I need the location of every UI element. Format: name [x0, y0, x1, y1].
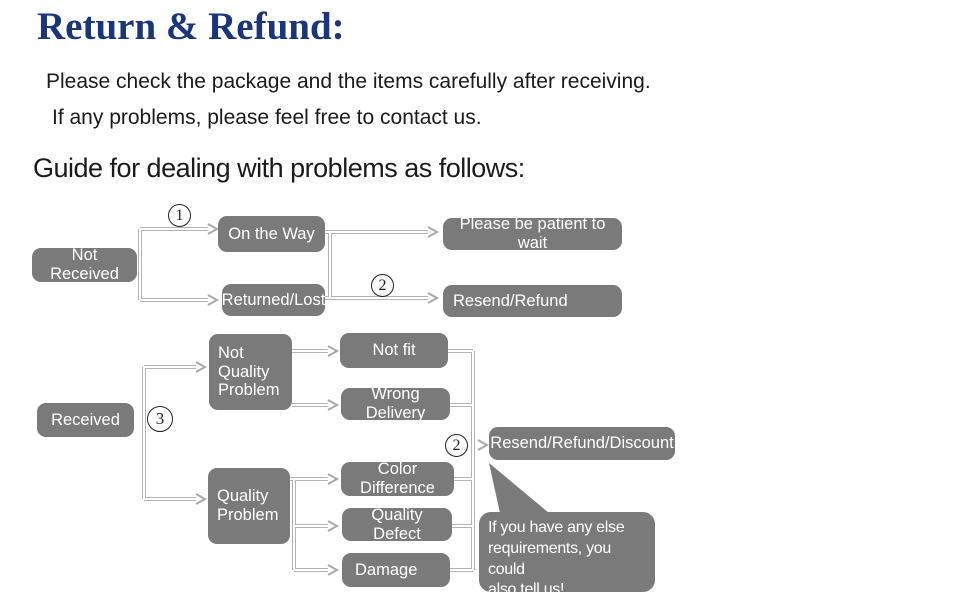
flow-node-quality-defect: Quality Defect: [342, 506, 452, 543]
flow-node-not-received: Not Received: [32, 246, 137, 283]
intro-text-line-2: If any problems, please feel free to con…: [52, 106, 482, 129]
flow-node-color-difference: Color Difference: [341, 460, 454, 497]
flow-node-not-fit: Not fit: [340, 333, 448, 368]
flow-node-received: Received: [37, 403, 134, 437]
guide-heading: Guide for dealing with problems as follo…: [33, 153, 525, 183]
flow-node-wrong-delivery: Wrong Delivery: [341, 385, 450, 422]
intro-text-line-1: Please check the package and the items c…: [46, 70, 651, 93]
flow-node-quality-problem: Quality Problem: [208, 468, 290, 544]
flow-node-please-wait: Please be patient to wait: [443, 215, 622, 252]
speech-bubble-tail: [489, 463, 549, 513]
speech-bubble: If you have any else requirements, you c…: [479, 512, 655, 598]
circled-number-1: 1: [168, 204, 191, 227]
flow-node-not-quality-problem: Not Quality Problem: [209, 334, 292, 410]
flow-node-resend-refund: Resend/Refund: [443, 285, 622, 317]
flow-node-returned-lost: Returned/Lost: [222, 284, 325, 316]
flow-node-damage: Damage: [342, 553, 450, 587]
circled-number-2-top: 2: [371, 274, 394, 297]
flow-node-resend-refund-discount: Resend/Refund/Discount: [489, 427, 675, 460]
circled-number-2-bottom: 2: [445, 434, 468, 457]
flow-node-on-the-way: On the Way: [218, 216, 325, 252]
page-title: Return & Refund:: [37, 5, 345, 48]
circled-number-3: 3: [147, 406, 173, 432]
